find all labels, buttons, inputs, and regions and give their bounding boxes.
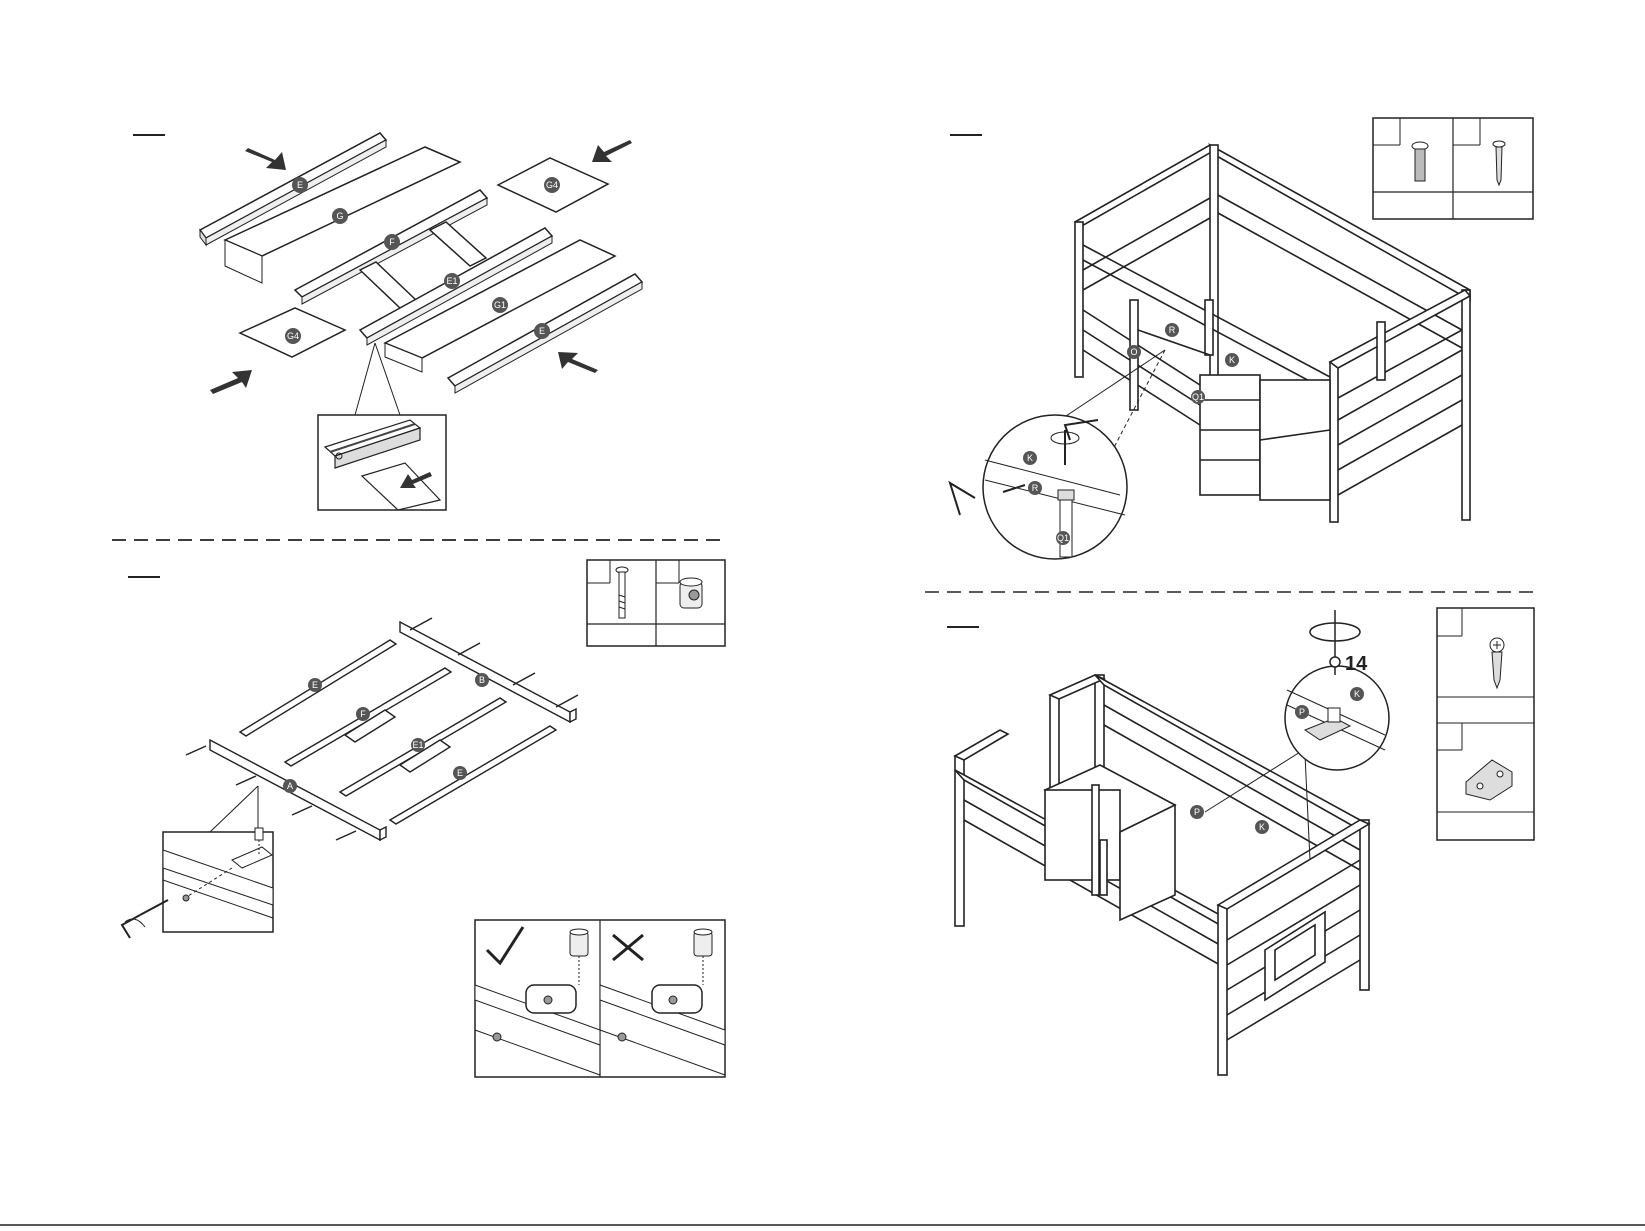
step-4-panel: P K P K 14	[947, 608, 1534, 1075]
step-2-panel: B E F E1 E A	[122, 560, 725, 1077]
label-e-bottom: E	[539, 326, 545, 336]
barrel-nut-icon	[680, 578, 702, 608]
label-p: P	[1194, 807, 1200, 817]
label-g: G	[336, 211, 343, 221]
hardware-box-step2	[587, 560, 725, 646]
board-g4-left: G4	[240, 308, 345, 357]
zoom-label-k: K	[1027, 453, 1033, 463]
groove-detail-box	[318, 415, 446, 510]
bed-base-frame	[210, 622, 576, 840]
label-k: K	[1229, 355, 1235, 365]
step-3-panel: R O K Q1 K R Q1	[950, 118, 1533, 559]
arrow-icon	[592, 140, 632, 162]
label-f: F	[360, 709, 366, 719]
zoom-detail-circle-step3: K R Q1	[983, 415, 1127, 559]
label-f: F	[389, 237, 395, 247]
cam-lock-detail-box	[163, 828, 273, 932]
hardware-box-step3	[1373, 118, 1533, 219]
step4-labels: P K	[1190, 805, 1269, 834]
allen-key-icon	[122, 900, 168, 938]
label-e: E	[312, 680, 318, 690]
label-b: B	[479, 675, 485, 685]
step-1-panel: E G F E1 G	[133, 133, 642, 510]
zoom-label-k: K	[1354, 689, 1360, 699]
label-e2: E	[457, 768, 463, 778]
arrow-icon	[245, 148, 286, 170]
label-q1: Q1	[1192, 392, 1204, 402]
board-g4-right: G4	[498, 158, 608, 212]
screw-count-label: 14	[1345, 653, 1368, 675]
zoom-label-q1: Q1	[1057, 533, 1069, 543]
label-o: O	[1130, 347, 1137, 357]
zoom-detail-circle-step4: P K	[1285, 666, 1389, 770]
label-r: R	[1169, 325, 1176, 335]
arrow-icon	[210, 370, 252, 394]
label-e1: E1	[446, 276, 457, 286]
zoom-label-r: R	[1032, 483, 1039, 493]
hardware-box-step4	[1437, 608, 1534, 840]
label-e1: E1	[412, 740, 423, 750]
label-g4-left: G4	[287, 331, 299, 341]
label-g4-right: G4	[546, 180, 558, 190]
label-a: A	[287, 781, 293, 791]
label-e-top: E	[297, 180, 303, 190]
zoom-label-p: P	[1299, 707, 1305, 717]
step2-labels: B E F E1 E A	[283, 673, 489, 793]
label-k: K	[1259, 822, 1265, 832]
label-g1: G1	[494, 300, 506, 310]
arrow-icon	[558, 352, 598, 373]
correct-vs-wrong-box	[475, 920, 725, 1077]
